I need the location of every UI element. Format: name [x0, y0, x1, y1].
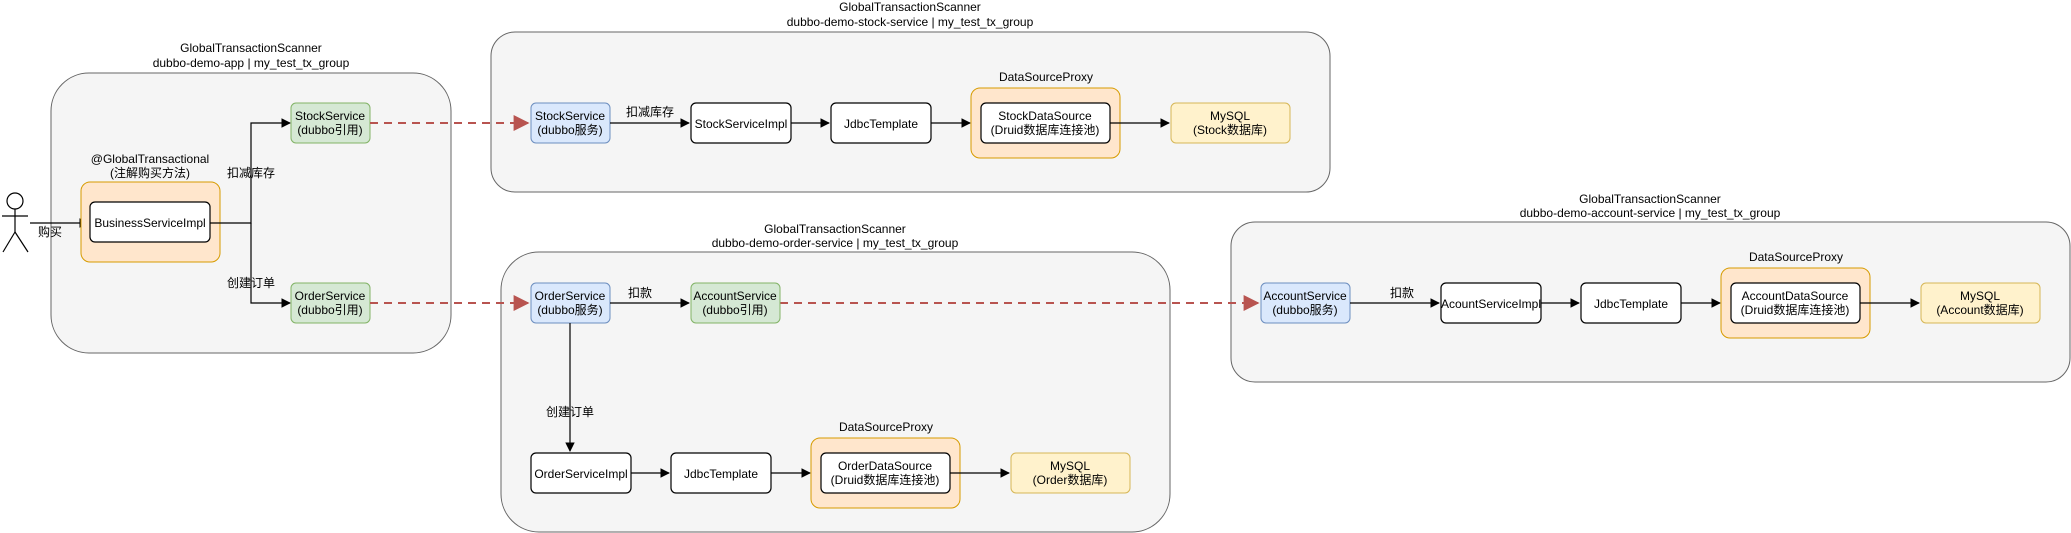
- stock-ref-line2: (dubbo引用): [297, 123, 362, 137]
- stock-group-title: GlobalTransactionScanner: [839, 0, 981, 14]
- account-ds-line1: AccountDataSource: [1742, 289, 1849, 303]
- order-db-line2: (Order数据库): [1033, 472, 1108, 487]
- account-service-reference: [690, 282, 781, 324]
- account-edge-label: 扣款: [1390, 286, 1414, 300]
- stock-db-line1: MySQL: [1210, 109, 1250, 123]
- stock-edge-label: 扣减库存: [626, 104, 674, 119]
- order-group-title: GlobalTransactionScanner: [764, 222, 906, 236]
- business-service-impl: [89, 201, 211, 243]
- order-impl-label: OrderServiceImpl: [534, 467, 627, 481]
- order-ref-line1: OrderService: [295, 289, 366, 303]
- account-ref-line2: (dubbo引用): [702, 303, 767, 317]
- order-group: [500, 251, 1171, 533]
- stock-db-line2: (Stock数据库): [1193, 122, 1267, 137]
- order-service-line2: (dubbo服务): [537, 302, 602, 317]
- account-db-line2: (Account数据库): [1936, 302, 2023, 317]
- order-ds-line1: OrderDataSource: [838, 459, 932, 473]
- stock-ref-line1: StockService: [295, 109, 365, 123]
- stock-jdbc-label: JdbcTemplate: [844, 117, 918, 131]
- account-ref-line1: AccountService: [693, 289, 777, 303]
- order-jdbc-label: JdbcTemplate: [684, 467, 758, 481]
- business-service-impl-label: BusinessServiceImpl: [94, 216, 205, 230]
- annotation-line1: @GlobalTransactional: [91, 152, 209, 166]
- annotation-line2: (注解购买方法): [110, 165, 190, 180]
- account-impl-label: AcountServiceImpl: [1441, 297, 1541, 311]
- account-ds-line2: (Druid数据库连接池): [1741, 302, 1850, 317]
- account-proxy-label: DataSourceProxy: [1749, 250, 1843, 264]
- order-db-line1: MySQL: [1050, 459, 1090, 473]
- order-edge-deduct-label: 扣款: [628, 286, 652, 300]
- stock-service-line1: StockService: [535, 109, 605, 123]
- order-service-line1: OrderService: [535, 289, 606, 303]
- account-group-subtitle: dubbo-demo-account-service | my_test_tx_…: [1520, 206, 1781, 220]
- account-group-title: GlobalTransactionScanner: [1579, 192, 1721, 206]
- stock-group-subtitle: dubbo-demo-stock-service | my_test_tx_gr…: [787, 15, 1034, 29]
- stock-ds-line2: (Druid数据库连接池): [991, 122, 1100, 137]
- order-ds-line2: (Druid数据库连接池): [831, 472, 940, 487]
- account-service-line2: (dubbo服务): [1272, 302, 1337, 317]
- stock-proxy-label: DataSourceProxy: [999, 70, 1093, 84]
- stock-impl-label: StockServiceImpl: [695, 117, 788, 131]
- edge-to-order-ref: [250, 223, 291, 308]
- order-ref-line2: (dubbo引用): [297, 303, 362, 317]
- order-group-subtitle: dubbo-demo-order-service | my_test_tx_gr…: [712, 236, 959, 250]
- stock-mysql-db: [1170, 102, 1291, 144]
- edge-to-stock-ref: [210, 118, 291, 224]
- account-db-line1: MySQL: [1960, 289, 2000, 303]
- order-proxy-label: DataSourceProxy: [839, 420, 933, 434]
- app-group-title: GlobalTransactionScanner: [180, 41, 322, 55]
- stock-service-line2: (dubbo服务): [537, 122, 602, 137]
- stock-ds-line1: StockDataSource: [998, 109, 1092, 123]
- order-mysql-db: [1010, 452, 1131, 494]
- app-group-subtitle: dubbo-demo-app | my_test_tx_group: [153, 56, 350, 70]
- user-actor-icon: [2, 192, 29, 253]
- order-edge-create-label: 创建订单: [546, 405, 594, 419]
- edge-create-order-label: 创建订单: [227, 276, 275, 290]
- buy-edge-label: 购买: [38, 224, 62, 239]
- account-jdbc-label: JdbcTemplate: [1594, 297, 1668, 311]
- account-mysql-db: [1920, 282, 2041, 324]
- edge-deduct-stock-label: 扣减库存: [227, 165, 275, 180]
- account-service-line1: AccountService: [1263, 289, 1347, 303]
